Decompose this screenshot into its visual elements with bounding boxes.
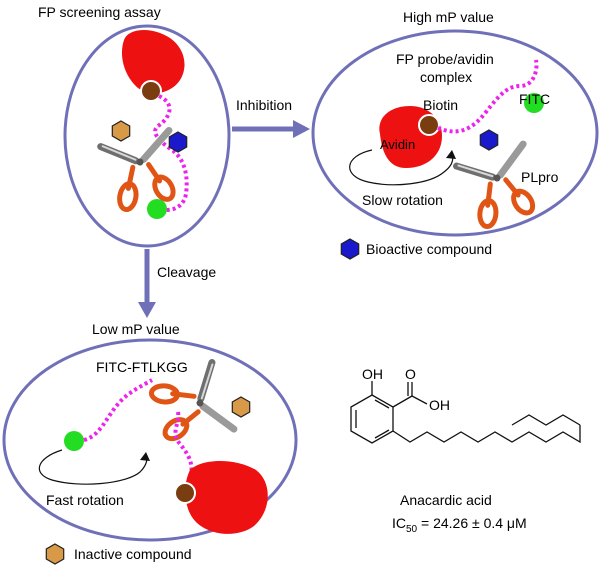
fast-rotation-arrow <box>38 449 148 485</box>
cleavage-label: Cleavage <box>157 264 216 280</box>
complex-label-line1: FP probe/avidin <box>396 51 494 67</box>
molecule-name: Anacardic acid <box>400 492 492 508</box>
peptide-label: FITC-FTLKGG <box>96 359 188 375</box>
remaining-linker <box>173 411 194 479</box>
avidin-blob <box>121 29 185 94</box>
avidin-blob-low <box>185 461 268 534</box>
assay-title: FP screening assay <box>38 4 161 20</box>
legend-bioactive-label: Bioactive compound <box>366 241 492 257</box>
biotin-circle <box>140 80 162 102</box>
phenol-oh-label: OH <box>362 366 383 382</box>
peptide-linker <box>153 94 189 212</box>
bioactive-compound-icon-high <box>479 129 499 151</box>
fitc-label: FITC <box>519 91 550 107</box>
low-title: Low mP value <box>92 321 180 337</box>
high-title: High mP value <box>403 9 494 25</box>
ic50-value: = 24.26 ± 0.4 μM <box>417 515 527 531</box>
fitc-circle-high <box>524 93 544 113</box>
inactive-compound-icon-low <box>231 396 251 418</box>
anacardic-acid-structure <box>350 381 581 444</box>
avidin-label: Avidin <box>380 137 415 152</box>
fast-rotation-label: Fast rotation <box>46 492 124 508</box>
inhibition-arrowhead <box>293 120 310 138</box>
fast-rotation-arrowhead <box>140 452 150 461</box>
legend-inactive-icon <box>45 543 65 565</box>
plpro-label: PLpro <box>521 169 559 185</box>
legend-bioactive-icon <box>340 238 360 260</box>
peptide-linker-high <box>437 59 539 134</box>
legend-inactive-label: Inactive compound <box>74 546 192 562</box>
inactive-compound-icon <box>111 120 131 142</box>
acid-oh-label: OH <box>429 397 450 413</box>
ic50-prefix: IC <box>392 515 406 531</box>
complex-label-line2: complex <box>420 69 472 85</box>
biotin-label: Biotin <box>423 97 458 113</box>
cleavage-arrowhead <box>138 302 156 318</box>
biotin-circle-high <box>418 114 440 136</box>
fitc-circle <box>147 199 167 219</box>
ic50-subscript: 50 <box>406 524 418 535</box>
cleaved-peptide <box>83 378 154 442</box>
inhibition-label: Inhibition <box>236 97 292 113</box>
biotin-circle-low <box>174 482 196 504</box>
fitc-circle-low <box>64 431 84 451</box>
slow-rotation-arrow <box>349 149 454 186</box>
carbonyl-o-label: O <box>405 366 416 382</box>
ic50-text: IC50 = 24.26 ± 0.4 μM <box>392 515 527 535</box>
bioactive-compound-icon <box>168 131 188 153</box>
slow-rotation-arrowhead <box>446 150 456 159</box>
slow-rotation-label: Slow rotation <box>362 192 443 208</box>
